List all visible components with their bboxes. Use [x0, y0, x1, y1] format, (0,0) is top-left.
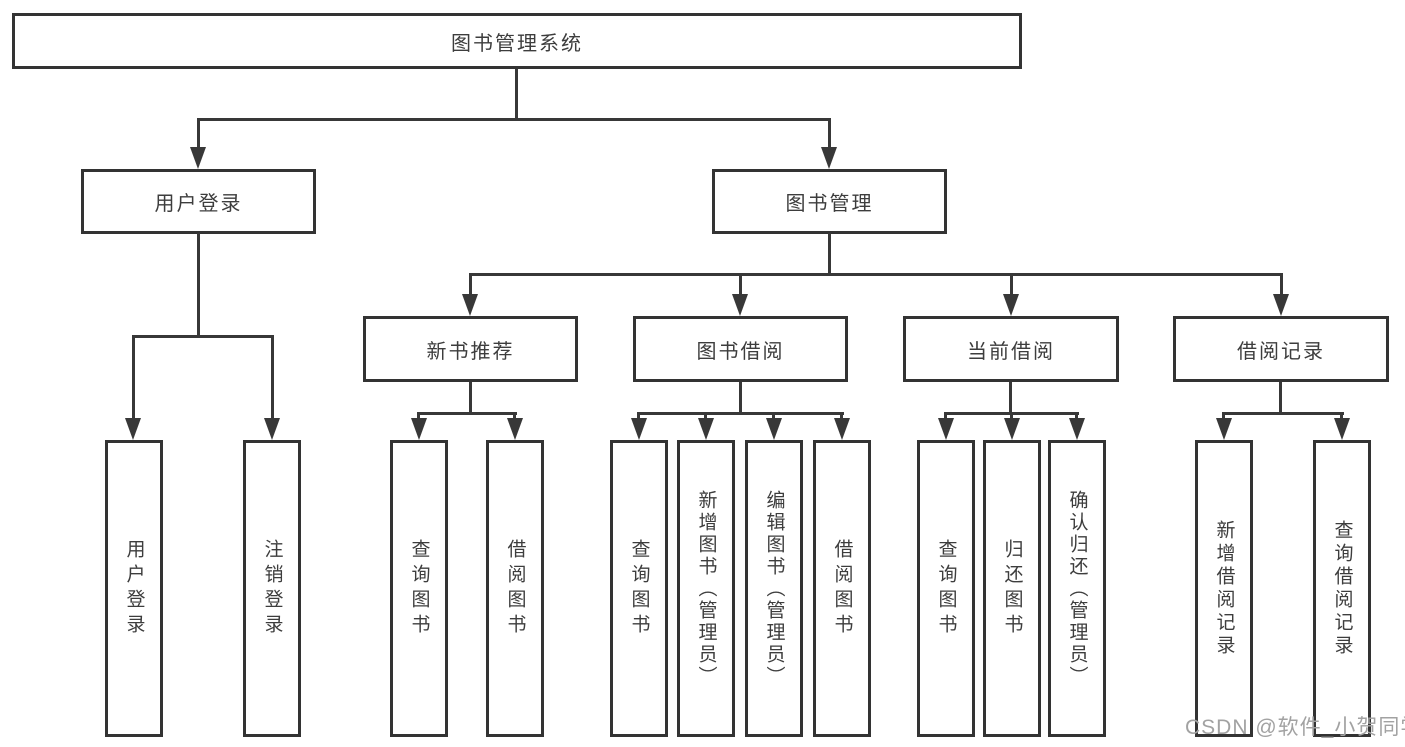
- csdn-watermark: CSDN @软件_小贺同学: [1185, 716, 1405, 739]
- node-bb-query-label: 查询图书: [628, 538, 650, 639]
- node-root-label: 图书管理系统: [451, 32, 583, 55]
- arrow-down-icon: [631, 418, 647, 440]
- arrow-down-icon: [1273, 294, 1289, 316]
- node-cb-confirm: 确认归还（管理员）: [1048, 440, 1106, 737]
- node-book-borrow-label: 图书借阅: [696, 340, 785, 363]
- node-root: 图书管理系统: [12, 13, 1022, 69]
- arrow-down-icon: [1334, 418, 1350, 440]
- node-br-query: 查询借阅记录: [1313, 440, 1371, 737]
- connector-line: [637, 412, 844, 415]
- node-user-login-group: 用户登录: [81, 169, 316, 234]
- arrow-down-icon: [834, 418, 850, 440]
- node-bb-add-label: 新增图书（管理员）: [695, 489, 717, 688]
- connector-line: [739, 273, 742, 295]
- node-bb-edit-label: 编辑图书（管理员）: [763, 489, 785, 688]
- connector-line: [1009, 382, 1012, 415]
- connector-line: [197, 233, 200, 338]
- connector-line: [417, 412, 420, 420]
- arrow-down-icon: [462, 294, 478, 316]
- connector-line: [197, 118, 831, 121]
- connector-line: [515, 69, 518, 120]
- connector-line: [417, 412, 517, 415]
- connector-line: [840, 412, 843, 420]
- node-user-login-label: 用户登录: [123, 538, 145, 639]
- node-cb-query-label: 查询图书: [935, 538, 957, 639]
- arrow-down-icon: [698, 418, 714, 440]
- node-logout: 注销登录: [243, 440, 301, 737]
- connector-line: [197, 118, 200, 149]
- connector-line: [132, 335, 135, 420]
- arrow-down-icon: [821, 147, 837, 169]
- node-current-borrow: 当前借阅: [903, 316, 1119, 382]
- node-bb-add: 新增图书（管理员）: [677, 440, 735, 737]
- connector-line: [944, 412, 947, 420]
- connector-line: [1010, 412, 1013, 420]
- arrow-down-icon: [1069, 418, 1085, 440]
- node-bb-edit: 编辑图书（管理员）: [745, 440, 803, 737]
- node-nb-borrow: 借阅图书: [486, 440, 544, 737]
- node-book-borrow: 图书借阅: [633, 316, 848, 382]
- node-br-add: 新增借阅记录: [1195, 440, 1253, 737]
- connector-line: [772, 412, 775, 420]
- arrow-down-icon: [507, 418, 523, 440]
- connector-line: [739, 382, 742, 415]
- connector-line: [704, 412, 707, 420]
- arrow-down-icon: [1003, 294, 1019, 316]
- connector-line: [1222, 412, 1225, 420]
- arrow-down-icon: [264, 418, 280, 440]
- node-cb-return: 归还图书: [983, 440, 1041, 737]
- arrow-down-icon: [732, 294, 748, 316]
- node-br-query-label: 查询借阅记录: [1331, 519, 1353, 658]
- arrow-down-icon: [411, 418, 427, 440]
- connector-line: [1010, 273, 1013, 295]
- connector-line: [132, 335, 274, 338]
- node-logout-label: 注销登录: [261, 538, 283, 639]
- node-nb-query: 查询图书: [390, 440, 448, 737]
- node-borrow-records: 借阅记录: [1173, 316, 1389, 382]
- connector-line: [828, 118, 831, 149]
- connector-line: [469, 273, 1283, 276]
- arrow-down-icon: [1216, 418, 1232, 440]
- node-br-add-label: 新增借阅记录: [1213, 519, 1235, 658]
- node-new-book-rec-label: 新书推荐: [426, 340, 515, 363]
- connector-line: [637, 412, 640, 420]
- connector-line: [828, 233, 831, 276]
- node-new-book-rec: 新书推荐: [363, 316, 578, 382]
- node-bb-borrow: 借阅图书: [813, 440, 871, 737]
- connector-line: [1280, 273, 1283, 295]
- connector-line: [1340, 412, 1343, 420]
- node-borrow-records-label: 借阅记录: [1237, 340, 1325, 363]
- connector-line: [1279, 382, 1282, 415]
- arrow-down-icon: [766, 418, 782, 440]
- node-cb-return-label: 归还图书: [1001, 538, 1023, 639]
- node-book-mgmt-label: 图书管理: [785, 193, 874, 215]
- arrow-down-icon: [1004, 418, 1020, 440]
- connector-line: [469, 382, 472, 415]
- node-user-login-group-label: 用户登录: [154, 193, 243, 215]
- arrow-down-icon: [125, 418, 141, 440]
- node-book-mgmt: 图书管理: [712, 169, 947, 234]
- node-cb-query: 查询图书: [917, 440, 975, 737]
- node-current-borrow-label: 当前借阅: [967, 340, 1055, 363]
- arrow-down-icon: [190, 147, 206, 169]
- connector-line: [513, 412, 516, 420]
- node-cb-confirm-label: 确认归还（管理员）: [1066, 489, 1088, 688]
- node-user-login: 用户登录: [105, 440, 163, 737]
- connector-line: [1075, 412, 1078, 420]
- connector-line: [271, 335, 274, 420]
- connector-line: [1222, 412, 1344, 415]
- node-bb-borrow-label: 借阅图书: [831, 538, 853, 639]
- connector-line: [469, 273, 472, 295]
- arrow-down-icon: [938, 418, 954, 440]
- node-bb-query: 查询图书: [610, 440, 668, 737]
- node-nb-borrow-label: 借阅图书: [504, 538, 526, 639]
- node-nb-query-label: 查询图书: [408, 538, 430, 639]
